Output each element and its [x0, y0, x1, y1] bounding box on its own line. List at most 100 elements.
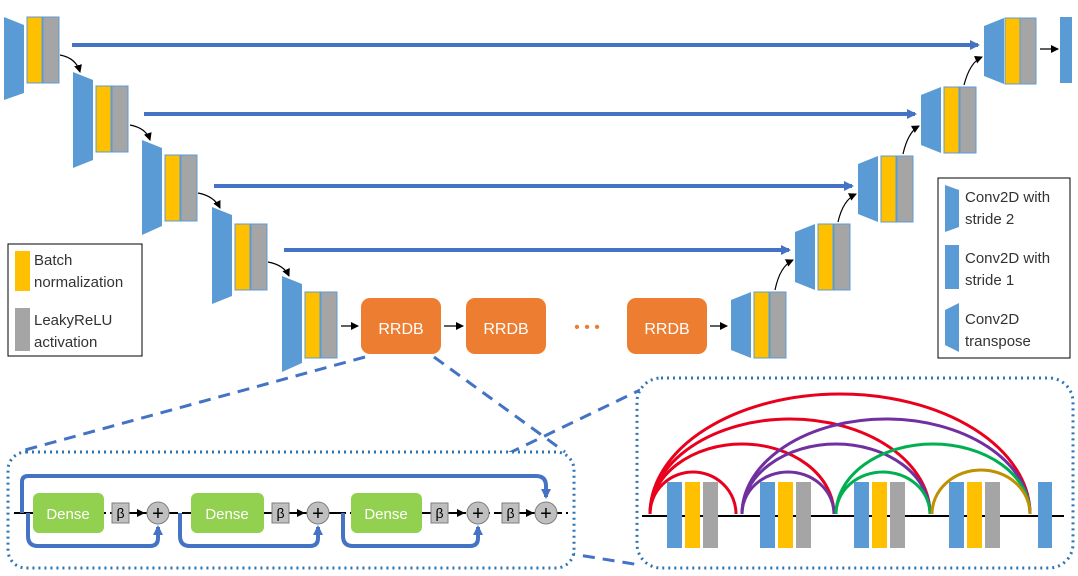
beta-symbol: β [276, 505, 284, 521]
batch-norm-bar [685, 482, 700, 548]
leaky-relu-bar [180, 154, 198, 222]
beta-box-2 [271, 502, 290, 524]
conv-transpose-shape [921, 87, 941, 153]
rrdb-inset-border [6, 450, 576, 570]
rrdb-block-1: RRDB [361, 298, 441, 354]
plus-symbol: + [472, 503, 484, 525]
encoder-block-5 [282, 276, 338, 372]
leaky-relu-bar [833, 223, 851, 291]
down-arrow-3 [197, 192, 221, 209]
leaky-relu-bar [796, 482, 811, 548]
leaky-relu-bar [320, 291, 338, 359]
decoder-block-1 [731, 291, 787, 359]
conv-stride1-swatch [945, 245, 959, 289]
conv-stride1-bar [854, 482, 869, 548]
decoder-block-4 [921, 86, 977, 154]
leaky-relu-bar [896, 155, 914, 223]
conv-stride2-shape [212, 207, 232, 304]
dense-layer-4 [949, 482, 1000, 548]
batch-norm-bar [778, 482, 793, 548]
conv-transpose-shape [984, 18, 1004, 84]
legend-left-border [7, 243, 143, 357]
dense-connection-arcs [648, 392, 1032, 515]
dense-block-1 [33, 493, 104, 533]
up-arrow-4 [963, 56, 983, 86]
arc-red [648, 417, 932, 515]
arc-red [648, 470, 738, 515]
dense-label: Dense [46, 506, 89, 523]
legend-conv-transpose-line1: Conv2D [965, 311, 1019, 328]
sum-node-4 [534, 501, 558, 525]
batch-norm-bar [967, 482, 982, 548]
batch-norm-bar [304, 291, 321, 359]
legend-conv-stride1-line1: Conv2D with [965, 250, 1050, 267]
legend-batch-norm-line1: Batch [34, 252, 72, 269]
rrdb-block-3: RRDB [627, 298, 707, 354]
sum-node-3 [466, 501, 490, 525]
batch-norm-bar [872, 482, 887, 548]
leaky-relu-bar [769, 291, 787, 359]
conv-stride2-shape [73, 72, 93, 168]
arc-purple [740, 442, 932, 515]
rrdb-label: RRDB [378, 321, 423, 338]
batch-norm-bar [943, 86, 960, 154]
arc-red [648, 392, 1032, 515]
arc-purple [740, 470, 836, 515]
batch-norm-bar [26, 16, 43, 84]
plus-symbol: + [540, 503, 552, 525]
encoder-block-4 [212, 207, 268, 304]
legend-leaky-relu-line2: activation [34, 334, 97, 351]
conv-stride1-bar [760, 482, 775, 548]
legend-right: Conv2D with stride 2 Conv2D with stride … [937, 177, 1071, 359]
batch-norm-bar [880, 155, 897, 223]
dense-block-3 [351, 493, 422, 533]
ellipsis-dots: • • • [574, 319, 600, 336]
dense-label: Dense [364, 506, 407, 523]
conv-stride1-bar [667, 482, 682, 548]
plus-symbol: + [152, 503, 164, 525]
rrdb-detail-inset: Dense β + Dense β + Dense β + β + [6, 450, 576, 570]
batch-norm-bar [753, 291, 770, 359]
up-arrow-2 [837, 193, 857, 223]
legend-leaky-relu-line1: LeakyReLU [34, 312, 112, 329]
rrdb-block-2: RRDB [466, 298, 546, 354]
conv-stride2-swatch [945, 185, 959, 232]
leaky-relu-bar [1019, 17, 1037, 85]
leaky-relu-swatch [15, 308, 30, 351]
dense-layer-3 [854, 482, 905, 548]
batch-norm-swatch [15, 251, 30, 291]
down-arrow-2 [129, 124, 152, 141]
legend-conv-stride2-line1: Conv2D with [965, 189, 1050, 206]
conv-stride2-shape [282, 276, 302, 372]
beta-symbol: β [435, 505, 443, 521]
plus-symbol: + [312, 503, 324, 525]
leaky-relu-bar [250, 223, 268, 291]
upsample-arrows [774, 56, 983, 291]
dense-label: Dense [205, 506, 248, 523]
conv-transpose-swatch [945, 303, 959, 352]
batch-norm-bar [817, 223, 834, 291]
up-arrow-3 [902, 125, 920, 155]
rrdb-label: RRDB [644, 321, 689, 338]
conv-stride2-shape [4, 17, 24, 100]
up-arrow-1 [774, 259, 794, 291]
dense-loop-1 [26, 513, 163, 548]
leaky-relu-bar [111, 85, 129, 153]
dense-layer-2 [760, 482, 811, 548]
beta-symbol: β [116, 505, 124, 521]
sum-node-1 [146, 501, 170, 525]
batch-norm-bar [234, 223, 251, 291]
decoder-block-5 [984, 17, 1037, 85]
dense-layer-1 [667, 482, 718, 548]
dense-detail-inset [635, 376, 1075, 570]
encoder-block-3 [142, 140, 198, 235]
leaky-relu-bar [985, 482, 1000, 548]
batch-norm-bar [95, 85, 112, 153]
batch-norm-bar [1004, 17, 1021, 85]
arc-purple [740, 417, 1032, 515]
dense-output-conv [1038, 482, 1052, 548]
conv-transpose-shape [858, 156, 878, 222]
arc-green [834, 442, 1032, 515]
batch-norm-bar [164, 154, 181, 222]
beta-box-3 [430, 502, 449, 524]
